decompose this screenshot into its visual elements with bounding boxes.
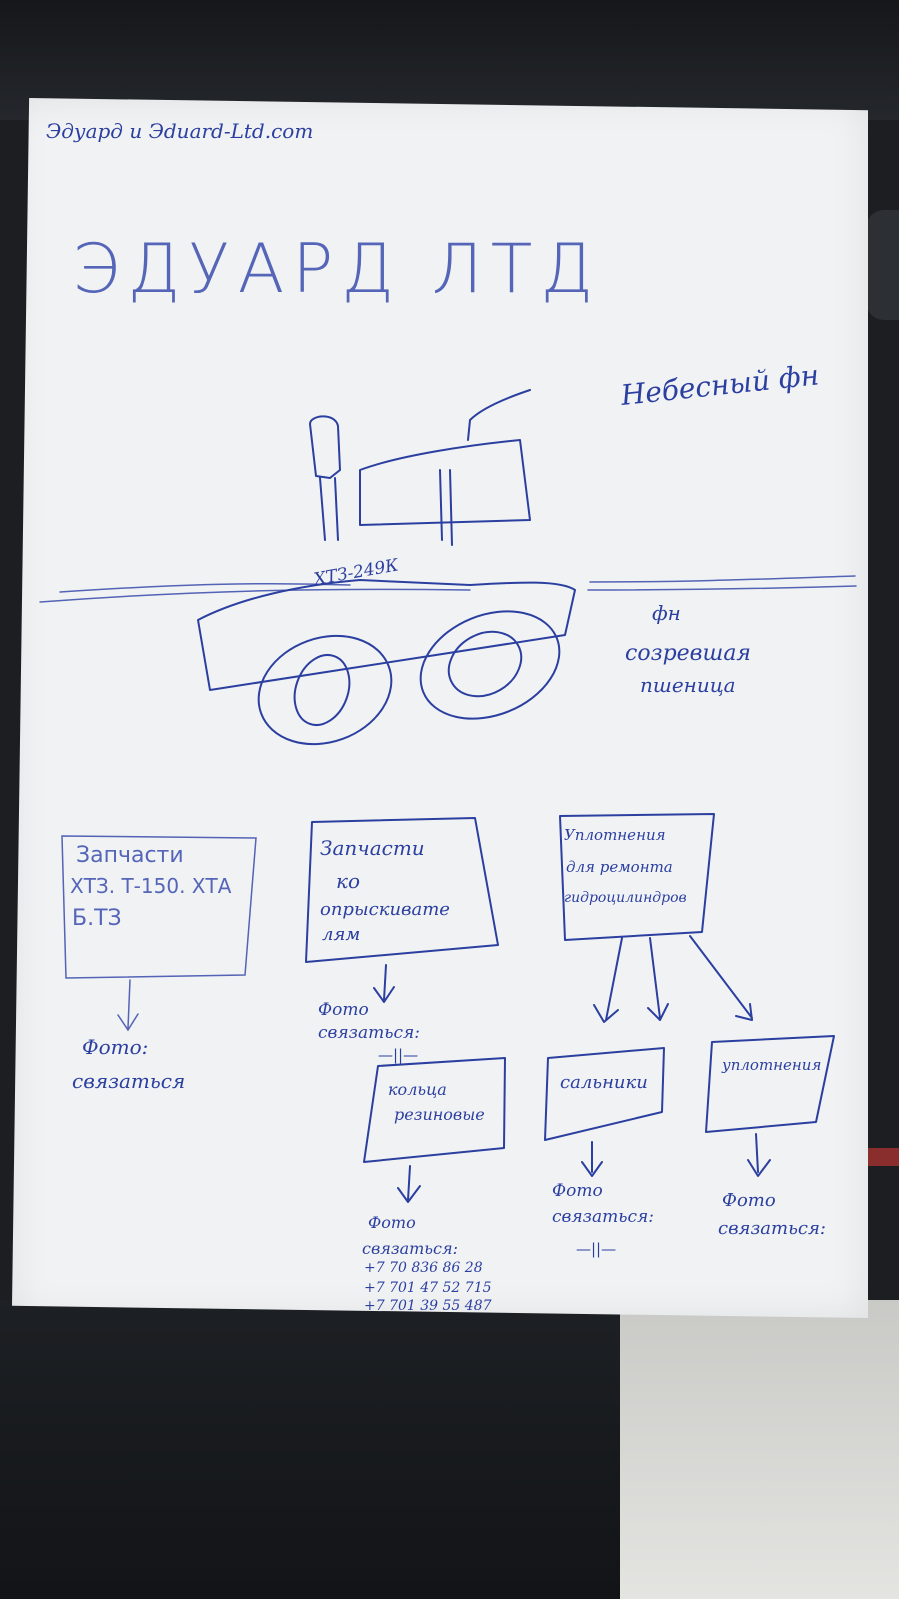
card-2-line-4: лям (322, 924, 360, 945)
card-3-arrow-right (689, 935, 753, 1021)
front-wheel (257, 634, 393, 746)
contact-2: +7 701 47 52 715 (364, 1280, 492, 1296)
card-3-line-3: гидроцилиндров (564, 890, 687, 906)
contact-3: +7 701 39 55 487 (364, 1298, 492, 1314)
horizon-line-right (589, 575, 856, 583)
sub-card-1-line-2: резиновые (394, 1105, 485, 1124)
field-label-line-2: созревшая (625, 641, 751, 666)
sub-card-2-arrow (581, 1141, 603, 1177)
front-wheel-hub (293, 654, 351, 726)
sub-card-2-box (544, 1047, 665, 1141)
horizon-line-left (39, 588, 471, 603)
card-seals-hydraulics: Уплотнения для ремонта гидроцилиндров (559, 813, 753, 1023)
tractor-cab (309, 415, 341, 479)
card-1-box (61, 835, 257, 979)
card-3-box (559, 813, 715, 941)
sub-card-3-caption-2: связаться: (718, 1218, 826, 1239)
card-3-line-1: Уплотнения (564, 826, 666, 844)
card-2-arrow (373, 964, 395, 1003)
card-2-caption-2: связаться: (318, 1023, 420, 1043)
card-spare-parts-tractors: Запчасти ХТЗ. Т-150. ХТА Б.ТЗ Фото: связ… (61, 835, 257, 1093)
chair-seat (0, 1300, 620, 1599)
sub-card-3-line-1: уплотнения (721, 1056, 821, 1074)
sub-card-3-arrow (747, 1133, 771, 1177)
sub-card-3-box (705, 1035, 835, 1133)
sky-label: Небесный фн (618, 358, 820, 412)
tractor-drawing (197, 389, 576, 746)
card-1-line-3: Б.ТЗ (72, 906, 122, 931)
card-1-arrow (117, 979, 139, 1032)
card-2-caption-1: Фото (318, 1000, 369, 1020)
rear-wheel (419, 610, 561, 720)
card-2-line-3: опрыскивате (320, 899, 450, 920)
field-label-line-3: пшеница (640, 673, 736, 697)
card-2-line-1: Запчасти (320, 836, 425, 860)
contact-1: +7 70 836 86 28 (364, 1260, 483, 1276)
clip (866, 210, 899, 320)
card-3-line-2: для ремонта (566, 858, 673, 876)
sub-card-oil-seals: сальники Фото связаться: —||— (544, 1047, 665, 1258)
tractor-body (359, 439, 531, 526)
card-2-caption-3: —||— (378, 1046, 418, 1064)
sub-card-seals: уплотнения Фото связаться: (705, 1035, 835, 1239)
sub-card-1-line-1: кольца (388, 1080, 447, 1099)
horizon-line-right-2 (587, 585, 857, 591)
sub-card-2-caption-1: Фото (552, 1181, 603, 1201)
sub-card-1-caption-2: связаться: (362, 1239, 458, 1258)
website-text: Эдуард и Эduard-Ltd.com (46, 119, 313, 143)
rear-wheel-hub (447, 630, 523, 698)
card-1-line-2: ХТЗ. Т-150. ХТА (70, 874, 232, 898)
tractor-grille (439, 469, 453, 546)
sub-card-rubber-rings: кольца резиновые Фото связаться: +7 70 8… (362, 1057, 506, 1314)
field-label-line-1: фн (652, 601, 681, 625)
horizon-line-left-2 (59, 582, 351, 593)
card-spare-parts-sprayers: Запчасти ко опрыскивате лям Фото связать… (305, 817, 499, 1064)
sub-card-2-caption-2: связаться: (552, 1207, 654, 1227)
sub-card-1-arrow (397, 1165, 421, 1203)
sub-card-1-caption-1: Фото (368, 1213, 416, 1232)
card-1-caption-1: Фото: (82, 1035, 148, 1059)
sub-card-3-caption-1: Фото (722, 1190, 776, 1211)
card-3-arrow-middle (647, 937, 669, 1021)
card-2-box (305, 817, 499, 963)
paper-sheet (12, 98, 868, 1318)
sub-card-2-line-1: сальники (560, 1072, 648, 1093)
red-object (868, 1148, 899, 1166)
tractor-chassis (197, 579, 576, 691)
card-2-line-2: ко (336, 869, 360, 893)
tractor-pillar (319, 477, 339, 541)
brand-title: ЭДУАРД ЛТД (72, 230, 601, 309)
card-1-caption-2: связаться (72, 1069, 185, 1093)
card-1-line-1: Запчасти (76, 843, 184, 868)
tractor-exhaust (467, 389, 531, 441)
card-3-arrow-left (593, 937, 623, 1023)
sub-card-1-box (363, 1057, 506, 1163)
sub-card-2-caption-3: —||— (576, 1240, 616, 1258)
tractor-model-label: ХТЗ-249К (310, 555, 400, 590)
